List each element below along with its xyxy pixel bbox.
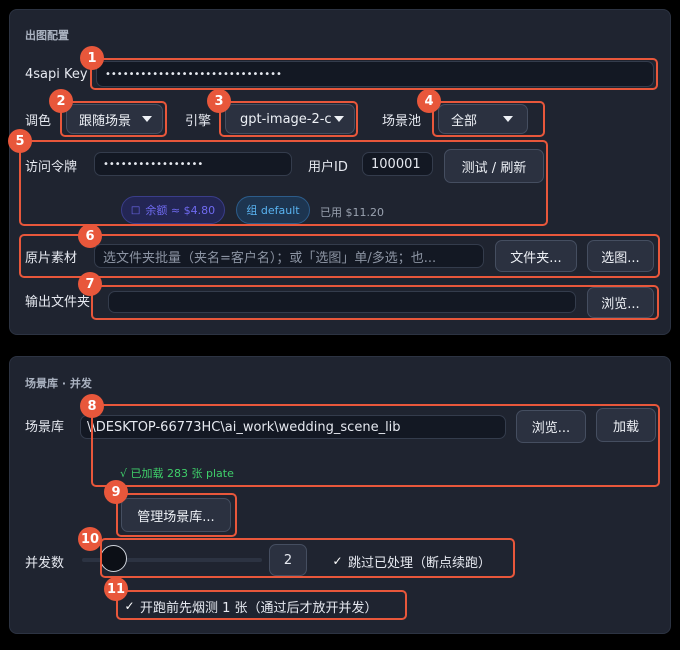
- highlight-9: [116, 493, 237, 537]
- annotation-badge-11: 11: [104, 577, 128, 601]
- balance-icon: □: [130, 204, 141, 216]
- config-section-title: 出图配置: [25, 29, 69, 42]
- scene-section-title: 场景库 · 并发: [25, 377, 92, 390]
- concurrency-value[interactable]: 2: [269, 544, 307, 576]
- engine-dropdown[interactable]: gpt-image-2-c: [225, 104, 355, 134]
- test-refresh-button[interactable]: 测试 / 刷新: [444, 149, 544, 183]
- chevron-down-icon: [503, 116, 513, 122]
- highlight-10: [100, 538, 515, 578]
- user-id-input[interactable]: 100001: [362, 152, 433, 176]
- output-label: 输出文件夹: [25, 295, 91, 310]
- annotation-badge-3: 3: [207, 89, 231, 113]
- chevron-down-icon: [142, 116, 152, 122]
- chevron-down-icon: [334, 116, 344, 122]
- highlight-3: [219, 101, 358, 137]
- highlight-2: [60, 101, 167, 137]
- skip-processed-checkbox[interactable]: ✓ 跳过已处理（断点续跑）: [331, 552, 492, 572]
- scene-library-input[interactable]: \\DESKTOP-66773HC\ai_work\wedding_scene_…: [80, 415, 506, 439]
- test-first-checkbox[interactable]: ✓ 开跑前先烟测 1 张（通过后才放开并发）: [123, 597, 378, 617]
- highlight-8: [91, 404, 660, 487]
- api-key-input[interactable]: ••••••••••••••••••••••••••••••: [96, 61, 654, 87]
- output-input[interactable]: [108, 291, 576, 313]
- color-label: 调色: [25, 114, 52, 129]
- select-images-button[interactable]: 选图...: [587, 240, 654, 272]
- balance-pill: □ 余额 ≈ $4.80: [121, 196, 225, 224]
- annotation-badge-7: 7: [78, 272, 102, 296]
- highlight-7: [91, 285, 659, 320]
- user-id-label: 用户ID: [308, 160, 348, 175]
- source-label: 原片素材: [25, 251, 78, 266]
- checkmark-icon: ✓: [124, 599, 135, 613]
- annotation-badge-1: 1: [80, 46, 104, 70]
- scene-library-browse-button[interactable]: 浏览...: [516, 410, 586, 443]
- annotation-badge-4: 4: [417, 89, 441, 113]
- manage-scene-library-button[interactable]: 管理场景库...: [121, 498, 231, 532]
- annotation-badge-2: 2: [49, 89, 73, 113]
- scene-pool-dropdown-value: 全部: [451, 113, 478, 129]
- token-input[interactable]: •••••••••••••••••: [94, 152, 292, 176]
- scene-pool-label: 场景池: [382, 114, 422, 129]
- highlight-1: [90, 58, 658, 90]
- concurrency-label: 并发数: [25, 556, 65, 571]
- folder-button[interactable]: 文件夹...: [495, 240, 577, 272]
- color-dropdown-value: 跟随场景: [79, 113, 132, 129]
- engine-label: 引擎: [185, 114, 212, 129]
- highlight-4: [432, 101, 545, 137]
- scene-library-status: √ 已加载 283 张 plate: [120, 467, 234, 480]
- output-browse-button[interactable]: 浏览...: [587, 287, 654, 318]
- annotation-badge-5: 5: [8, 129, 32, 153]
- annotation-badge-9: 9: [104, 480, 128, 504]
- token-label: 访问令牌: [25, 160, 78, 175]
- highlight-6: [19, 234, 660, 278]
- annotation-badge-10: 10: [78, 527, 102, 551]
- highlight-11: [116, 590, 407, 620]
- scene-library-load-button[interactable]: 加载: [596, 408, 656, 442]
- test-first-text: 开跑前先烟测 1 张（通过后才放开并发）: [140, 601, 378, 616]
- scene-pool-dropdown[interactable]: 全部: [438, 104, 528, 134]
- annotation-badge-8: 8: [80, 394, 104, 418]
- scene-library-label: 场景库: [25, 420, 65, 435]
- color-dropdown[interactable]: 跟随场景: [66, 104, 163, 134]
- balance-text: 余额 ≈ $4.80: [145, 204, 216, 217]
- source-input[interactable]: 选文件夹批量（夹名=客户名）；或「选图」单/多选；也...: [94, 244, 484, 268]
- group-pill: 组 default: [236, 196, 310, 224]
- engine-dropdown-value: gpt-image-2-c: [240, 111, 332, 127]
- checkmark-icon: ✓: [332, 554, 343, 568]
- used-amount: 已用 $11.20: [320, 206, 384, 219]
- highlight-5: [19, 140, 548, 226]
- api-key-label: 4sapi Key: [25, 67, 88, 82]
- concurrency-slider-handle[interactable]: [100, 545, 127, 572]
- concurrency-slider-track[interactable]: [82, 558, 262, 562]
- skip-processed-text: 跳过已处理（断点续跑）: [348, 556, 492, 571]
